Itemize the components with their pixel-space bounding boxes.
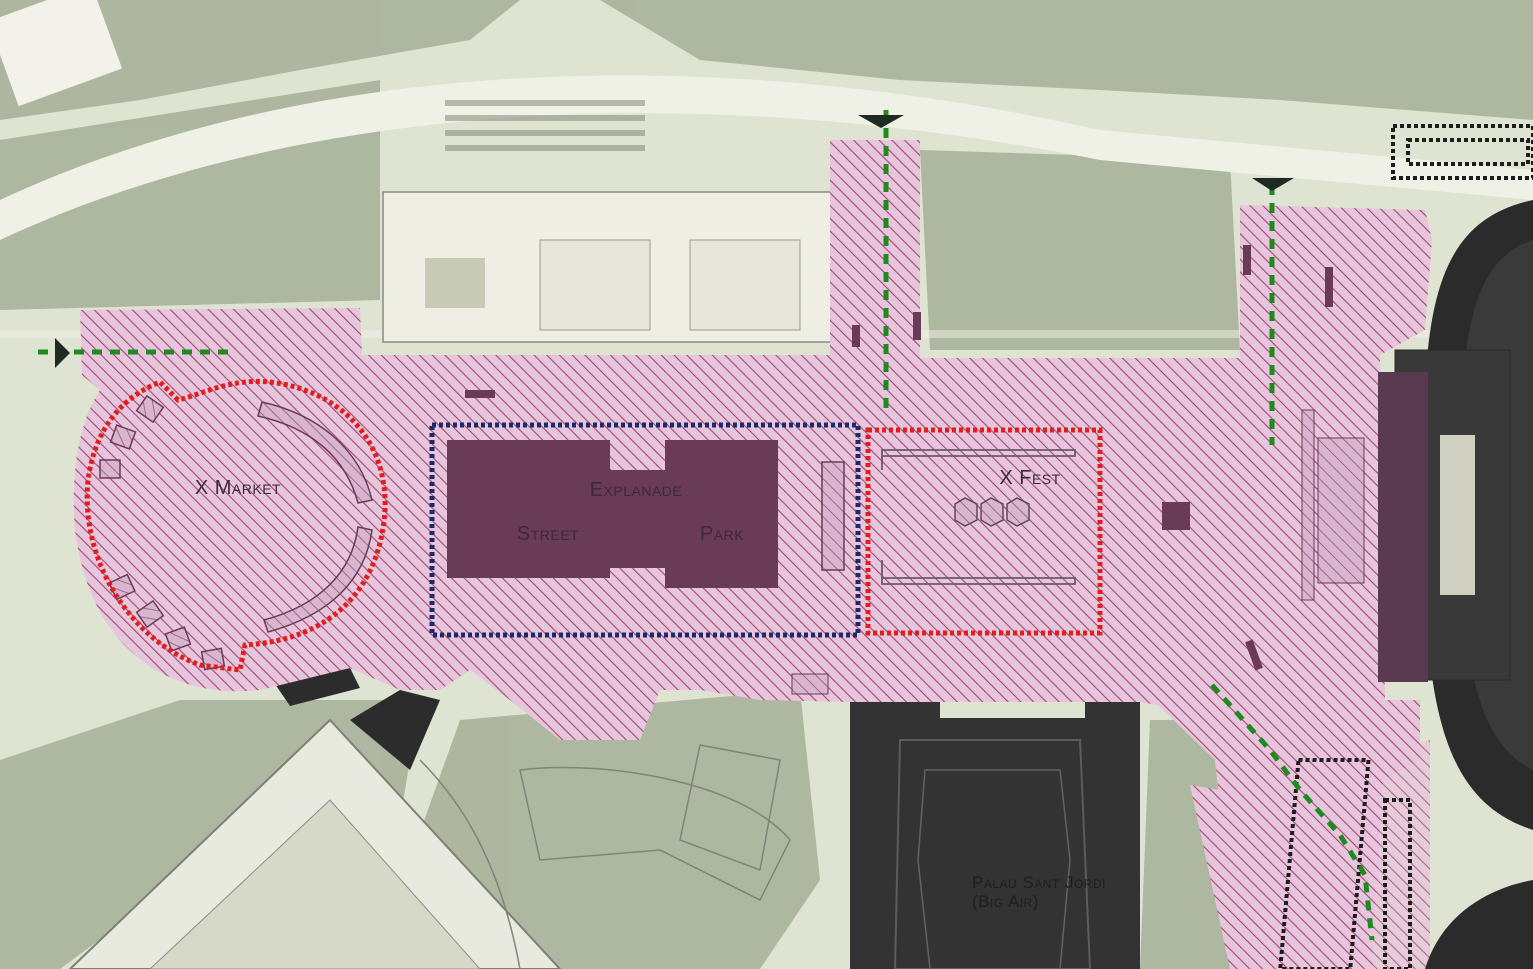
x-fest-label: X Fest xyxy=(999,467,1060,489)
entry-arrow-icon[interactable] xyxy=(55,338,70,368)
explanade-buildings xyxy=(447,440,778,588)
park-label: Park xyxy=(700,523,744,545)
x-fest-stage-top xyxy=(881,449,1076,470)
explanade-zone-outline[interactable] xyxy=(429,422,861,638)
palau-sant-jordi-arena xyxy=(850,702,1140,969)
central-court-block xyxy=(382,191,834,343)
baseball-field xyxy=(68,718,562,969)
entry-arrow-icon[interactable] xyxy=(1252,178,1294,191)
entry-arrow-icon[interactable] xyxy=(858,115,904,128)
palau-sant-jordi-label: Palau Sant Jordi xyxy=(972,873,1106,892)
bus-parking-markers xyxy=(1278,124,1533,969)
explanade-label: Explanade xyxy=(590,479,683,501)
x-fest-structures xyxy=(881,449,1076,585)
explanade-side-pavilion xyxy=(821,461,845,571)
paths-south xyxy=(419,744,791,969)
street-label: Street xyxy=(517,523,579,545)
court-rows xyxy=(445,100,645,151)
stadium-east xyxy=(1378,200,1533,969)
x-market-zone-outline[interactable] xyxy=(84,378,388,673)
x-market-label: X Market xyxy=(195,477,281,499)
entry-arrows xyxy=(55,115,1294,368)
southeast-wedge-hatched xyxy=(1190,785,1300,969)
small-kiosks xyxy=(465,245,1333,695)
route-southeast xyxy=(1210,683,1375,941)
x-fest-hex-tents xyxy=(954,497,1030,527)
top-left-building xyxy=(0,0,123,107)
big-air-label: (Big Air) xyxy=(972,892,1039,911)
x-market-stalls xyxy=(99,394,373,671)
entry-ramp-hatched xyxy=(1370,740,1430,969)
walking-routes xyxy=(38,110,1375,941)
east-plaza-structure xyxy=(1301,409,1365,601)
dark-pavilions xyxy=(275,668,440,770)
x-fest-zone-outline[interactable] xyxy=(865,427,1103,636)
x-fest-stage-bottom xyxy=(881,560,1076,585)
center-kiosk xyxy=(1162,502,1190,530)
